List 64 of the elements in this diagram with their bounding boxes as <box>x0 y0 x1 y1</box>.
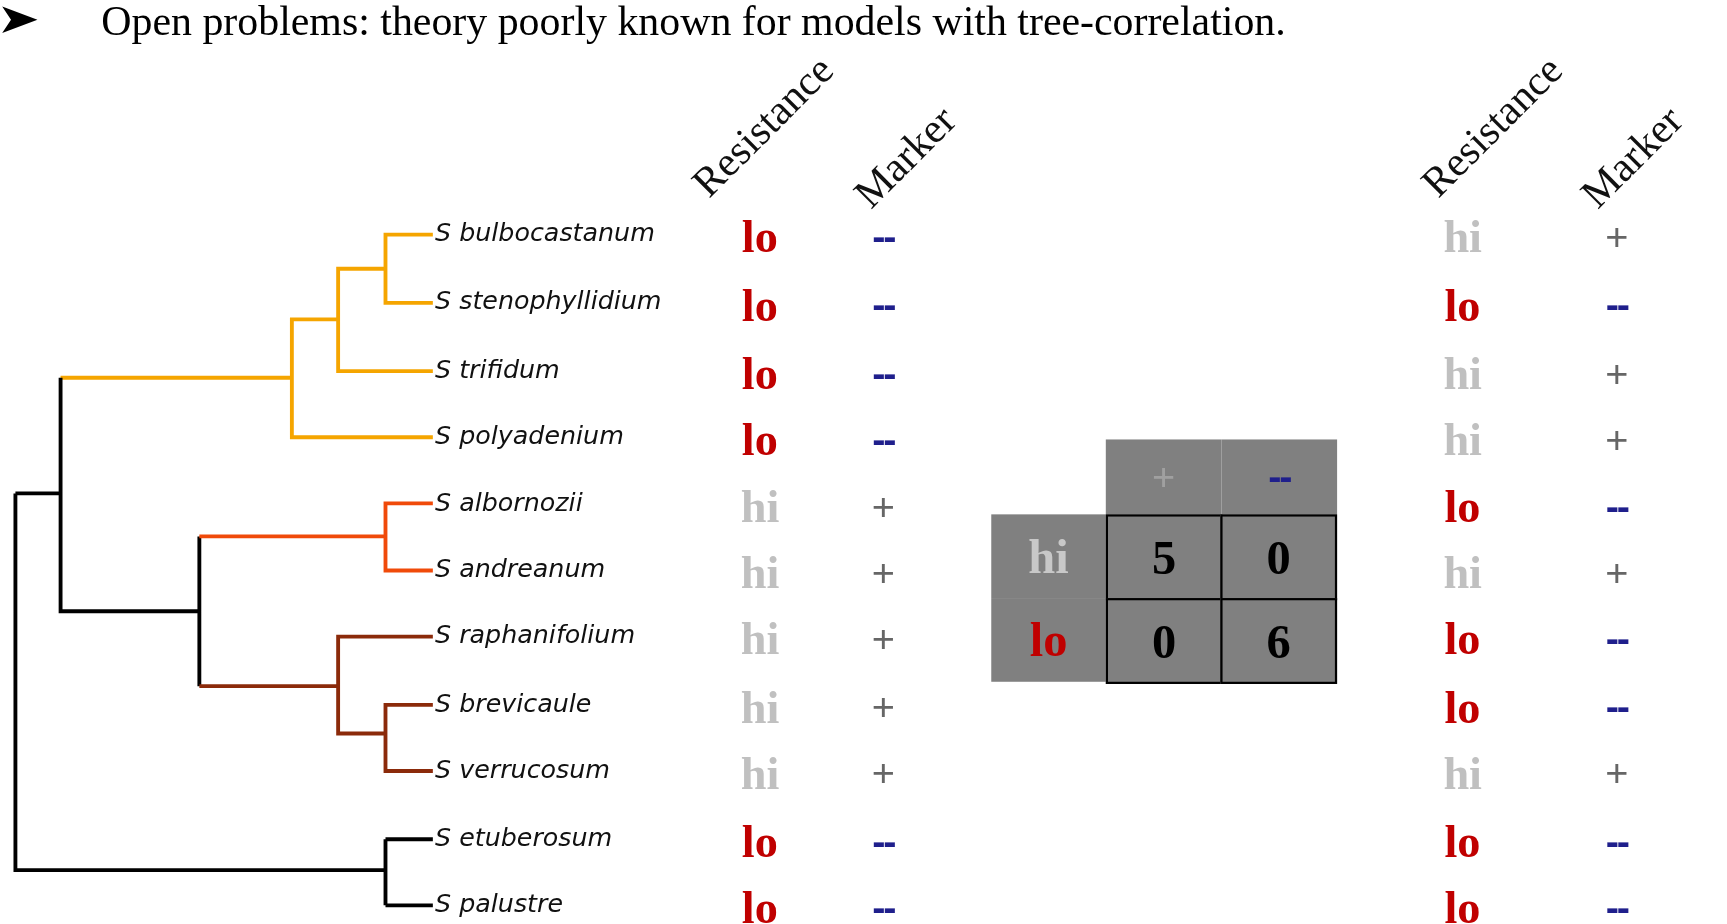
high-resistance-text: hi <box>1443 750 1482 797</box>
species-name: S raphanifolium <box>435 622 636 648</box>
table-cell: 0 <box>1220 514 1338 601</box>
plus-marker-text: + <box>1605 419 1629 460</box>
high-resistance-text: hi <box>740 750 780 797</box>
low-resistance-text: lo <box>741 213 778 260</box>
low-resistance-text: lo <box>741 818 778 865</box>
high-resistance-text: hi <box>740 483 780 530</box>
high-resistance-text: hi <box>1443 549 1482 596</box>
plus-marker-text: + <box>871 619 895 659</box>
low-resistance-text: lo <box>1444 615 1481 662</box>
species-name: S polyadenium <box>435 422 624 449</box>
table-cell: 5 <box>1105 514 1223 601</box>
minus-marker-text: -- <box>1605 687 1628 727</box>
species-name: S andreanum <box>435 556 606 582</box>
minus-marker-text: -- <box>872 217 895 257</box>
minus-marker-text: -- <box>872 887 895 924</box>
species-name: S bulbocastanum <box>435 220 655 246</box>
plus-marker-text: + <box>1605 217 1629 257</box>
species-name: S verrucosum <box>435 756 610 782</box>
table-header-cell: hi <box>991 514 1106 599</box>
plus-marker-text: + <box>1605 753 1629 793</box>
minus-marker-text: -- <box>1605 821 1628 862</box>
minus-marker-text: -- <box>1605 285 1628 325</box>
table-cell: 6 <box>1220 598 1338 684</box>
low-resistance-text: lo <box>741 884 778 924</box>
plus-marker-text: + <box>1605 353 1629 394</box>
low-resistance-text: lo <box>741 416 778 463</box>
plus-marker-text: + <box>1605 552 1629 593</box>
plus-marker-text: + <box>871 552 895 593</box>
low-resistance-text: lo <box>1444 281 1481 329</box>
low-resistance-text: lo <box>1444 818 1481 865</box>
species-name: S trifidum <box>435 356 560 383</box>
minus-marker-text: -- <box>1605 619 1628 659</box>
species-name: S stenophyllidium <box>435 288 662 314</box>
low-resistance-text: lo <box>1444 683 1481 731</box>
species-name: S etuberosum <box>435 824 613 851</box>
minus-marker-text: -- <box>872 821 895 862</box>
species-name: S albornozii <box>435 490 583 516</box>
species-name: S palustre <box>435 891 563 917</box>
table-header-cell: -- <box>1221 439 1338 515</box>
table-header-cell: lo <box>991 598 1106 682</box>
plus-marker-text: + <box>871 687 895 727</box>
high-resistance-text: hi <box>740 615 780 662</box>
low-resistance-text: lo <box>741 281 778 329</box>
low-resistance-text: lo <box>1444 483 1481 530</box>
plus-marker-text: + <box>871 486 895 527</box>
high-resistance-text: hi <box>1443 213 1482 260</box>
minus-marker-text: -- <box>872 353 895 394</box>
minus-marker-text: -- <box>1605 887 1628 924</box>
high-resistance-text: hi <box>740 683 780 731</box>
bullet-text: Open problems: theory poorly known for models with tree-correlation. <box>101 0 1286 42</box>
low-resistance-text: lo <box>1444 884 1481 924</box>
species-name: S brevicaule <box>435 690 592 716</box>
minus-marker-text: -- <box>1605 486 1628 527</box>
low-resistance-text: lo <box>741 350 778 397</box>
plus-marker-text: + <box>871 753 895 793</box>
high-resistance-text: hi <box>740 549 780 596</box>
minus-marker-text: -- <box>872 285 895 325</box>
table-header-cell: + <box>1105 439 1222 515</box>
high-resistance-text: hi <box>1443 416 1482 463</box>
high-resistance-text: hi <box>1443 350 1482 397</box>
minus-marker-text: -- <box>872 419 895 460</box>
table-cell: 0 <box>1105 598 1223 684</box>
